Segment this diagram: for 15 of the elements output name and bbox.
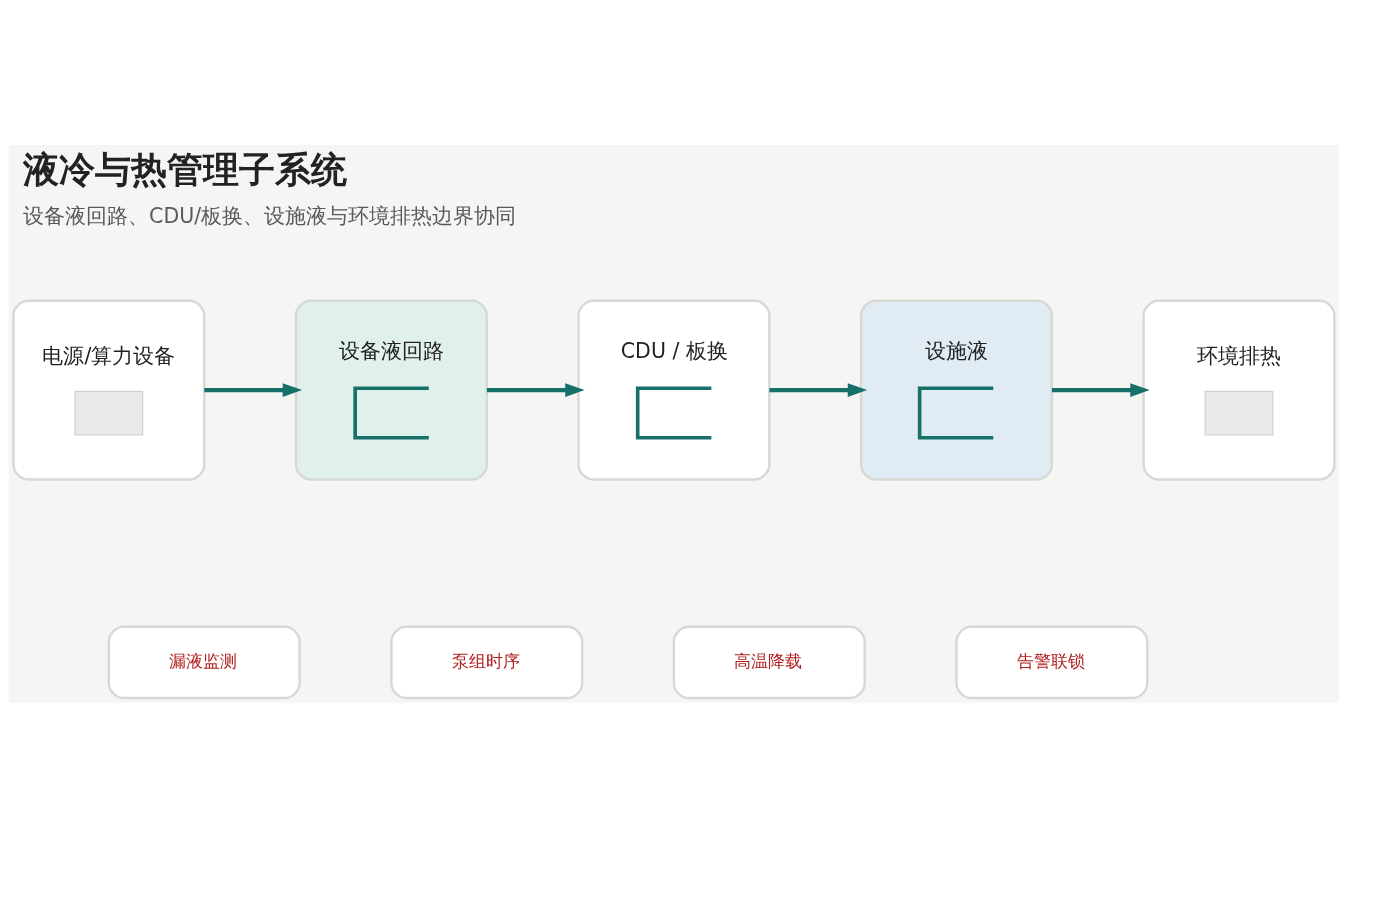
arrow [1051, 383, 1150, 397]
node-box: CDU / 板换 [577, 299, 771, 481]
node-box: 设备液回路 [294, 299, 488, 481]
node-box: 漏液监测 [107, 625, 301, 700]
node-box: 高温降载 [672, 625, 866, 700]
node-box: 环境排热 [1142, 299, 1336, 481]
caption: 设备液回路、CDU/板换、设施液与环境排热边界协同 [23, 204, 517, 228]
node-box: 设施液 [859, 299, 1054, 481]
diagram-title: 液冷与热管理子系统 [23, 148, 348, 192]
arrow [486, 383, 585, 397]
node-box: 泵组时序 [390, 625, 584, 700]
arrow [204, 383, 303, 397]
node-box: 电源/算力设备 [12, 299, 206, 481]
arrow [769, 383, 868, 397]
node-box: 告警联锁 [955, 625, 1149, 700]
